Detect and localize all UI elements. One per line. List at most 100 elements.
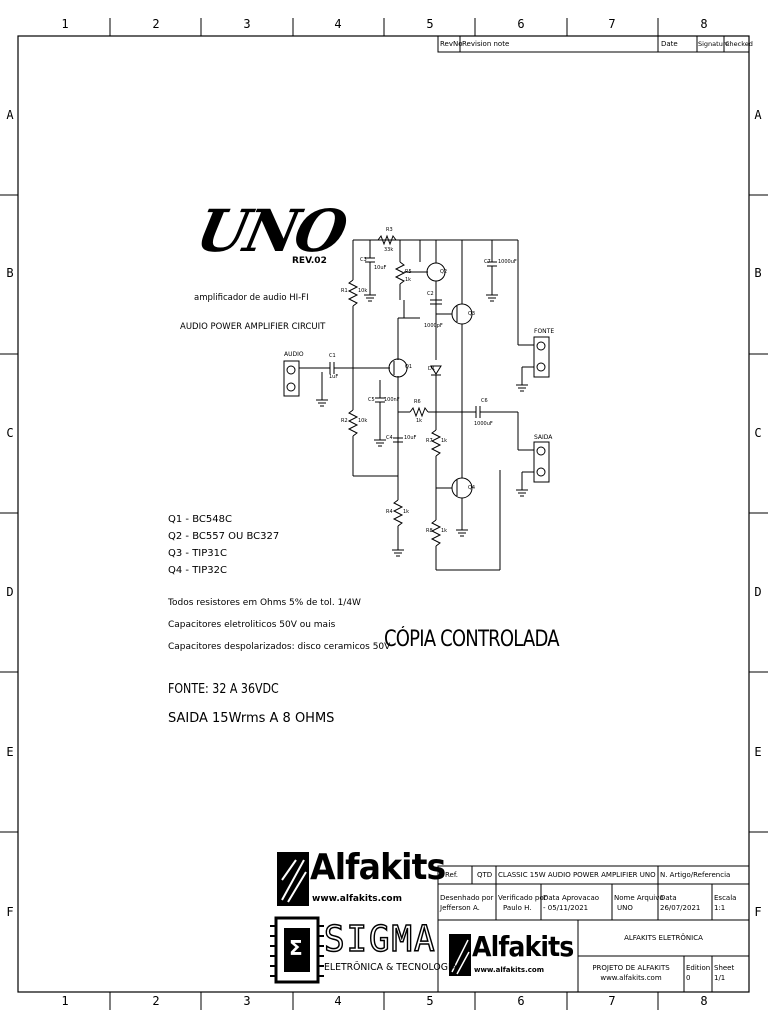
zone-col-6-bottom: 6 <box>517 994 525 1008</box>
note-ceramic: Capacitores despolarizados: disco cerami… <box>168 642 391 652</box>
tb-aprovacao-value: - 05/11/2021 <box>543 904 589 912</box>
label-c1-value: 1uF <box>329 374 339 380</box>
zone-row-b: B <box>6 266 14 280</box>
rev-header-note: Revision note <box>462 40 510 48</box>
zone-row-f: F <box>6 905 14 919</box>
controlled-copy-stamp: CÓPIA CONTROLADA <box>384 627 560 652</box>
tb-company: ALFAKITS ELETRÔNICA <box>624 934 703 942</box>
label-r6-value: 1k <box>416 418 423 424</box>
zone-col-2: 2 <box>152 17 160 31</box>
tb-projeto: PROJETO DE ALFAKITS <box>592 964 670 972</box>
fonte-connector-label: FONTE <box>534 328 555 335</box>
label-c3-value: 10uF <box>374 265 387 271</box>
label-r5-value: 1k <box>405 277 412 283</box>
zone-row-e-right: E <box>754 745 762 759</box>
label-c2-value: 1000pF <box>424 323 443 329</box>
label-c2: C2 <box>427 291 434 297</box>
zone-row-d-right: D <box>754 585 762 599</box>
tb-verificado-value: Paulo H. <box>503 904 532 912</box>
tb-ref-label: Ref. <box>445 871 459 879</box>
tb-qtd-label: QTD <box>477 871 493 879</box>
label-r1-value: 10k <box>358 288 368 294</box>
tb-desenhado-value: Jefferson A. <box>440 904 480 912</box>
zone-col-4-bottom: 4 <box>334 994 342 1008</box>
zone-row-c: C <box>6 426 14 440</box>
tb-data-value: 26/07/2021 <box>660 904 701 912</box>
zone-col-1: 1 <box>61 17 69 31</box>
label-r4: R4 <box>386 509 393 515</box>
zone-col-5: 5 <box>426 17 434 31</box>
label-c6-value: 1000uF <box>474 421 493 427</box>
label-c7: C7 <box>484 259 491 265</box>
label-c4: C4 <box>386 435 393 441</box>
revision-label: REV.02 <box>292 256 327 266</box>
transistor-q3: Q3 - TIP31C <box>168 548 227 559</box>
label-r8-value: 1k <box>441 528 448 534</box>
tb-site: www.alfakits.com <box>600 974 662 982</box>
zone-col-3: 3 <box>243 17 251 31</box>
sigma-logo-text: SIGMA <box>323 919 437 961</box>
tb-artigo-label: N. Artigo/Referencia <box>660 871 731 879</box>
zone-col-7-bottom: 7 <box>608 994 616 1008</box>
zone-col-1-bottom: 1 <box>61 994 69 1008</box>
label-r3-value: 33k <box>384 247 394 253</box>
zone-row-c-right: C <box>754 426 762 440</box>
label-d1: D1 <box>428 366 436 372</box>
label-q3: Q3 <box>468 311 476 317</box>
saida-connector-label: SAIDA <box>534 434 553 441</box>
zone-col-5-bottom: 5 <box>426 994 434 1008</box>
transistor-q4: Q4 - TIP32C <box>168 565 227 576</box>
label-r7-value: 1k <box>441 438 448 444</box>
rev-header-revno: RevNo <box>440 40 463 48</box>
sigma-symbol-icon: Σ <box>289 936 303 960</box>
zone-row-e: E <box>6 745 14 759</box>
zone-row-f-right: F <box>754 905 762 919</box>
zone-row-b-right: B <box>754 266 762 280</box>
sigma-logo-subtitle: ELETRÔNICA & TECNOLOGIA <box>324 962 458 973</box>
label-c4-value: 10uF <box>404 435 417 441</box>
label-r8: R8 <box>426 528 433 534</box>
rev-header-checked: Checked <box>725 40 753 48</box>
tb-edition-value: 0 <box>686 974 691 982</box>
zone-row-a-right: A <box>754 108 762 122</box>
rev-header-signature: Signature <box>698 40 730 48</box>
alfakits-logo-url: www.alfakits.com <box>312 894 402 904</box>
tb-edition-label: Edition <box>686 964 711 972</box>
label-r1: R1 <box>341 288 348 294</box>
label-r2-value: 10k <box>358 418 368 424</box>
tb-arquivo-value: UNO <box>617 904 633 912</box>
zone-row-d: D <box>6 585 14 599</box>
tb-data-label: Data <box>660 894 677 902</box>
audio-connector-label: AUDIO <box>284 351 304 358</box>
label-r7: R7 <box>426 438 433 444</box>
label-c1: C1 <box>329 353 336 359</box>
label-c3: C3 <box>360 257 367 263</box>
rev-header-date: Date <box>661 40 678 48</box>
label-c5-value: 100nF <box>384 397 400 403</box>
note-electrolytic: Capacitores eletroliticos 50V ou mais <box>168 620 336 630</box>
zone-col-4: 4 <box>334 17 342 31</box>
zone-col-8: 8 <box>700 17 708 31</box>
tb-arquivo-label: Nome Arquivo <box>614 894 664 902</box>
tb-desenhado-label: Desenhado por <box>440 894 494 902</box>
circuit-title: AUDIO POWER AMPLIFIER CIRCUIT <box>180 322 326 332</box>
zone-col-8-bottom: 8 <box>700 994 708 1008</box>
tb-alfakits-logo-text: Alfakits <box>472 930 574 963</box>
tb-escala-value: 1:1 <box>714 904 726 912</box>
subtitle: amplificador de audio HI-FI <box>194 293 309 303</box>
transistor-q2: Q2 - BC557 OU BC327 <box>168 531 280 542</box>
tb-alfakits-logo-url: www.alfakits.com <box>474 966 544 974</box>
label-r6: R6 <box>414 399 421 405</box>
note-resistors: Todos resistores em Ohms 5% de tol. 1/4W <box>168 598 361 608</box>
zone-col-3-bottom: 3 <box>243 994 251 1008</box>
label-q1: Q1 <box>405 364 413 370</box>
label-c5: C5 <box>368 397 375 403</box>
tb-escala-label: Escala <box>714 894 737 902</box>
alfakits-logo-text: Alfakits <box>310 847 446 888</box>
label-q4: Q4 <box>468 485 476 491</box>
tb-project-name: CLASSIC 15W AUDIO POWER AMPLIFIER UNO <box>498 871 656 879</box>
tb-verificado-label: Verificado por <box>498 894 547 902</box>
